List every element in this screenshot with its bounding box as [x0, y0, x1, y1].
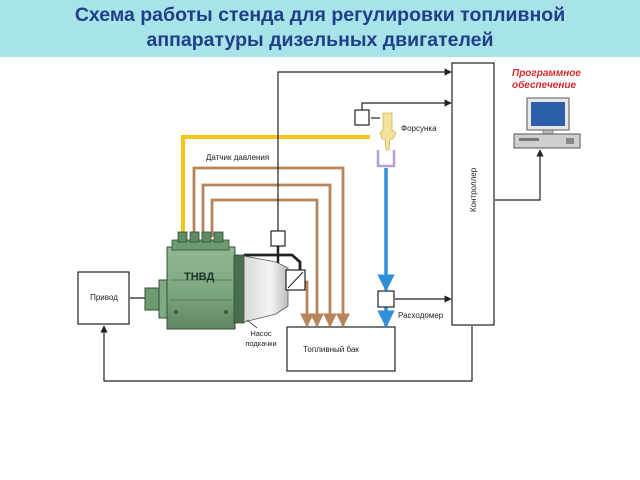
pressure-line	[181, 135, 370, 237]
title-banner: Схема работы стенда для регулировки топл…	[0, 0, 640, 57]
fuel-tank-label: Топливный бак	[303, 345, 359, 354]
computer-icon	[513, 97, 581, 149]
flowmeter-box	[377, 290, 395, 308]
booster-pump-label-2: подкачки	[245, 339, 276, 348]
return-lines	[192, 166, 350, 328]
fuel-tank-box	[286, 326, 396, 372]
pressure-sensor-label: Датчик давления	[206, 153, 269, 162]
title-line-1: Схема работы стенда для регулировки топл…	[74, 4, 566, 26]
controller-box	[451, 62, 495, 326]
drive-box	[77, 271, 130, 325]
booster-pump-label-1: Насос	[250, 329, 272, 338]
software-label-2: обеспечение	[512, 79, 577, 91]
controller-label: Контроллер	[469, 167, 478, 212]
software-label-1: Программное	[512, 68, 581, 79]
injector-icon	[376, 112, 397, 168]
booster-pump-leader	[246, 319, 258, 329]
drive-label: Привод	[90, 293, 118, 302]
pump-label: ТНВД	[184, 271, 214, 283]
signal-lines	[100, 68, 544, 382]
pump-icon	[144, 231, 306, 330]
title-line-2: аппаратуры дизельных двигателей	[146, 29, 494, 51]
injector-sensor-box	[354, 109, 370, 126]
flowmeter-label: Расходомер	[398, 311, 444, 320]
injector-label: Форсунка	[401, 124, 437, 133]
pressure-sensor-box	[270, 230, 286, 247]
